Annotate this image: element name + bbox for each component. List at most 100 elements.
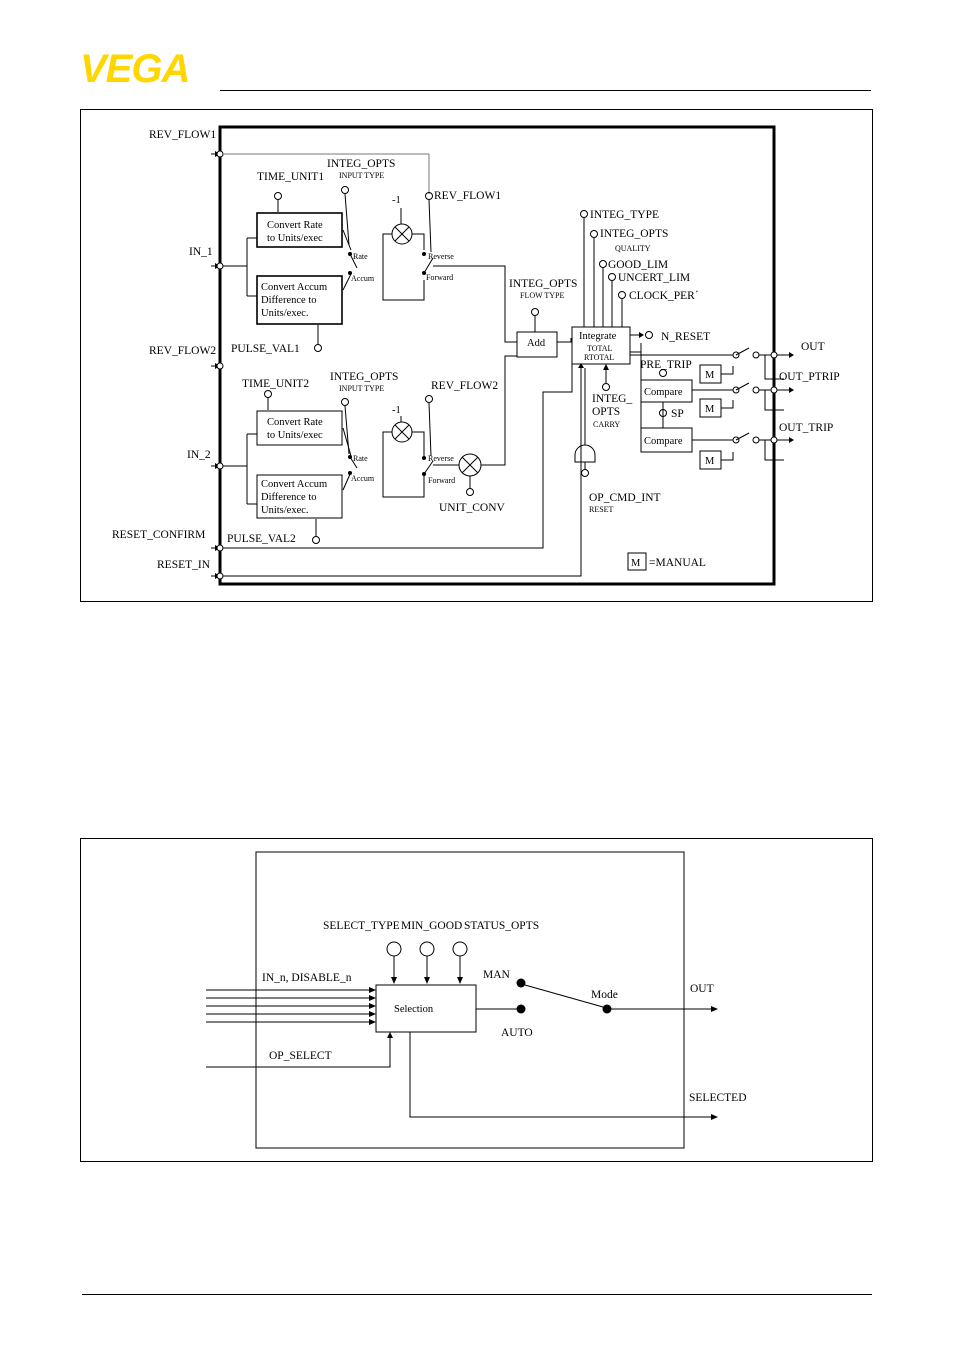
svg-text:MIN_GOOD: MIN_GOOD bbox=[401, 920, 462, 932]
svg-text:REV_FLOW2: REV_FLOW2 bbox=[431, 380, 498, 392]
svg-text:PRE_TRIP: PRE_TRIP bbox=[640, 359, 692, 371]
svg-text:OP_SELECT: OP_SELECT bbox=[269, 1050, 332, 1062]
svg-text:AUTO: AUTO bbox=[501, 1027, 533, 1039]
svg-text:OP_CMD_INT: OP_CMD_INT bbox=[589, 492, 661, 504]
mode-switch: MAN AUTO Mode bbox=[476, 969, 618, 1039]
svg-text:Difference to: Difference to bbox=[261, 492, 316, 503]
svg-text:INTEG_: INTEG_ bbox=[592, 393, 632, 405]
param-time-unit1: TIME_UNIT1 bbox=[257, 171, 324, 212]
param-pre-trip: PRE_TRIP bbox=[640, 359, 692, 377]
svg-text:M: M bbox=[705, 456, 715, 467]
header-rule bbox=[220, 90, 871, 91]
selector-block-border bbox=[255, 851, 685, 1149]
svg-text:PULSE_VAL2: PULSE_VAL2 bbox=[227, 533, 296, 545]
svg-text:Forward: Forward bbox=[426, 273, 453, 282]
svg-text:IN_n, DISABLE_n: IN_n, DISABLE_n bbox=[262, 972, 352, 984]
svg-text:TIME_UNIT2: TIME_UNIT2 bbox=[242, 378, 309, 390]
svg-text:-1: -1 bbox=[392, 405, 401, 416]
svg-text:Rate: Rate bbox=[353, 252, 368, 261]
svg-text:QUALITY: QUALITY bbox=[615, 244, 651, 253]
svg-text:MAN: MAN bbox=[483, 969, 511, 981]
invert-multiplier-1: -1 bbox=[391, 195, 413, 245]
svg-text:N_RESET: N_RESET bbox=[661, 331, 710, 343]
svg-text:IN_2: IN_2 bbox=[187, 449, 211, 461]
svg-text:TIME_UNIT1: TIME_UNIT1 bbox=[257, 171, 324, 183]
svg-text:Accum: Accum bbox=[351, 474, 375, 483]
svg-text:INTEG_OPTS: INTEG_OPTS bbox=[330, 371, 398, 383]
param-integ-opts-input-type-1: INTEG_OPTS INPUT TYPE bbox=[327, 158, 395, 246]
svg-text:RESET_CONFIRM: RESET_CONFIRM bbox=[112, 529, 205, 541]
param-rev-flow2: REV_FLOW2 bbox=[425, 380, 498, 457]
param-good-lim: GOOD_LIM bbox=[599, 259, 668, 327]
convert-rate-block-2: Convert Rate to Units/exec bbox=[256, 410, 343, 446]
selected-output: SELECTED bbox=[409, 1032, 747, 1120]
input-rev-flow2: REV_FLOW2 bbox=[149, 345, 220, 369]
footer-rule bbox=[82, 1294, 872, 1295]
svg-text:INTEG_OPTS: INTEG_OPTS bbox=[509, 278, 577, 290]
add-block: Add bbox=[516, 331, 558, 358]
param-circles bbox=[386, 941, 468, 984]
selection-block: Selection bbox=[375, 984, 477, 1033]
vega-logo: VEGA bbox=[80, 48, 190, 86]
svg-text:=MANUAL: =MANUAL bbox=[649, 557, 706, 569]
svg-text:Difference to: Difference to bbox=[261, 295, 316, 306]
svg-text:OUT_PTRIP: OUT_PTRIP bbox=[779, 371, 840, 383]
svg-text:RESET_IN: RESET_IN bbox=[157, 559, 211, 571]
convert-accum-block-1: Convert Accum Difference to Units/exec. bbox=[256, 275, 343, 325]
input-in-2: IN_2 bbox=[187, 449, 220, 469]
manual-box-out: M bbox=[699, 364, 722, 384]
convert-rate-block-1: Convert Rate to Units/exec bbox=[256, 212, 343, 248]
param-rev-flow1: REV_FLOW1 bbox=[425, 190, 501, 253]
selector-params: SELECT_TYPE MIN_GOOD STATUS_OPTS bbox=[323, 920, 539, 932]
svg-text:Convert Rate: Convert Rate bbox=[267, 417, 323, 428]
svg-text:IN_1: IN_1 bbox=[189, 246, 213, 258]
compare-block-1: Compare bbox=[640, 379, 693, 403]
manual-box-trip: M bbox=[699, 450, 722, 470]
svg-text:Reverse: Reverse bbox=[428, 252, 454, 261]
svg-text:UNIT_CONV: UNIT_CONV bbox=[439, 502, 505, 514]
svg-text:OUT: OUT bbox=[690, 983, 714, 995]
svg-text:INPUT TYPE: INPUT TYPE bbox=[339, 384, 384, 393]
svg-text:Accum: Accum bbox=[351, 274, 375, 283]
svg-text:STATUS_OPTS: STATUS_OPTS bbox=[464, 920, 539, 932]
param-integ-type: INTEG_TYPE bbox=[580, 209, 659, 327]
svg-text:RTOTAL: RTOTAL bbox=[584, 353, 614, 362]
in-n-disable-n-inputs: IN_n, DISABLE_n bbox=[206, 972, 376, 1025]
svg-text:INTEG_TYPE: INTEG_TYPE bbox=[590, 209, 659, 221]
unit-conv-multiplier: UNIT_CONV bbox=[439, 453, 505, 514]
reverse-forward-switch-2: Reverse Forward bbox=[422, 454, 455, 485]
param-integ-opts-flow-type: INTEG_OPTS FLOW TYPE bbox=[509, 278, 577, 332]
svg-text:UNCERT_LIM: UNCERT_LIM bbox=[618, 272, 690, 284]
rate-accum-switch-1: Rate Accum bbox=[348, 252, 375, 283]
svg-text:CARRY: CARRY bbox=[593, 420, 620, 429]
input-reset-confirm: RESET_CONFIRM bbox=[112, 529, 224, 552]
svg-text:GOOD_LIM: GOOD_LIM bbox=[608, 259, 668, 271]
svg-text:Selection: Selection bbox=[394, 1004, 434, 1015]
convert-accum-block-2: Convert Accum Difference to Units/exec. bbox=[256, 474, 343, 519]
op-cmd-int-reset-gate: OP_CMD_INT RESET bbox=[574, 368, 661, 514]
svg-text:-1: -1 bbox=[392, 195, 401, 206]
op-select-input: OP_SELECT bbox=[206, 1032, 393, 1068]
switch-trip bbox=[732, 432, 760, 444]
svg-text:INTEG_OPTS: INTEG_OPTS bbox=[327, 158, 395, 170]
output-out: OUT bbox=[801, 341, 825, 353]
svg-text:REV_FLOW2: REV_FLOW2 bbox=[149, 345, 216, 357]
selector-diagram-frame: SELECT_TYPE MIN_GOOD STATUS_OPTS Selecti… bbox=[80, 838, 873, 1162]
svg-text:Integrate: Integrate bbox=[579, 331, 617, 342]
svg-text:Rate: Rate bbox=[353, 454, 368, 463]
output-out-trip: OUT_TRIP bbox=[779, 422, 833, 434]
integrator-diagram-frame: REV_FLOW1 IN_1 REV_FLOW2 IN_2 RESET_CONF… bbox=[80, 109, 873, 602]
param-uncert-lim: UNCERT_LIM bbox=[608, 272, 690, 327]
manual-box-ptrip: M bbox=[699, 398, 722, 418]
svg-text:SELECT_TYPE: SELECT_TYPE bbox=[323, 920, 400, 932]
svg-text:REV_FLOW1: REV_FLOW1 bbox=[149, 129, 216, 141]
svg-text:OUT: OUT bbox=[801, 341, 825, 353]
compare-block-2: Compare bbox=[640, 427, 693, 453]
param-integ-opts-input-type-2: INTEG_OPTS INPUT TYPE bbox=[330, 371, 398, 455]
output-out-ptrip: OUT_PTRIP bbox=[779, 371, 840, 383]
svg-text:Units/exec.: Units/exec. bbox=[261, 505, 309, 516]
svg-text:Convert Accum: Convert Accum bbox=[261, 479, 327, 490]
reverse-forward-switch-1: Reverse Forward bbox=[422, 252, 454, 282]
svg-text:CLOCK_PER´: CLOCK_PER´ bbox=[629, 290, 699, 302]
svg-text:OUT_TRIP: OUT_TRIP bbox=[779, 422, 833, 434]
